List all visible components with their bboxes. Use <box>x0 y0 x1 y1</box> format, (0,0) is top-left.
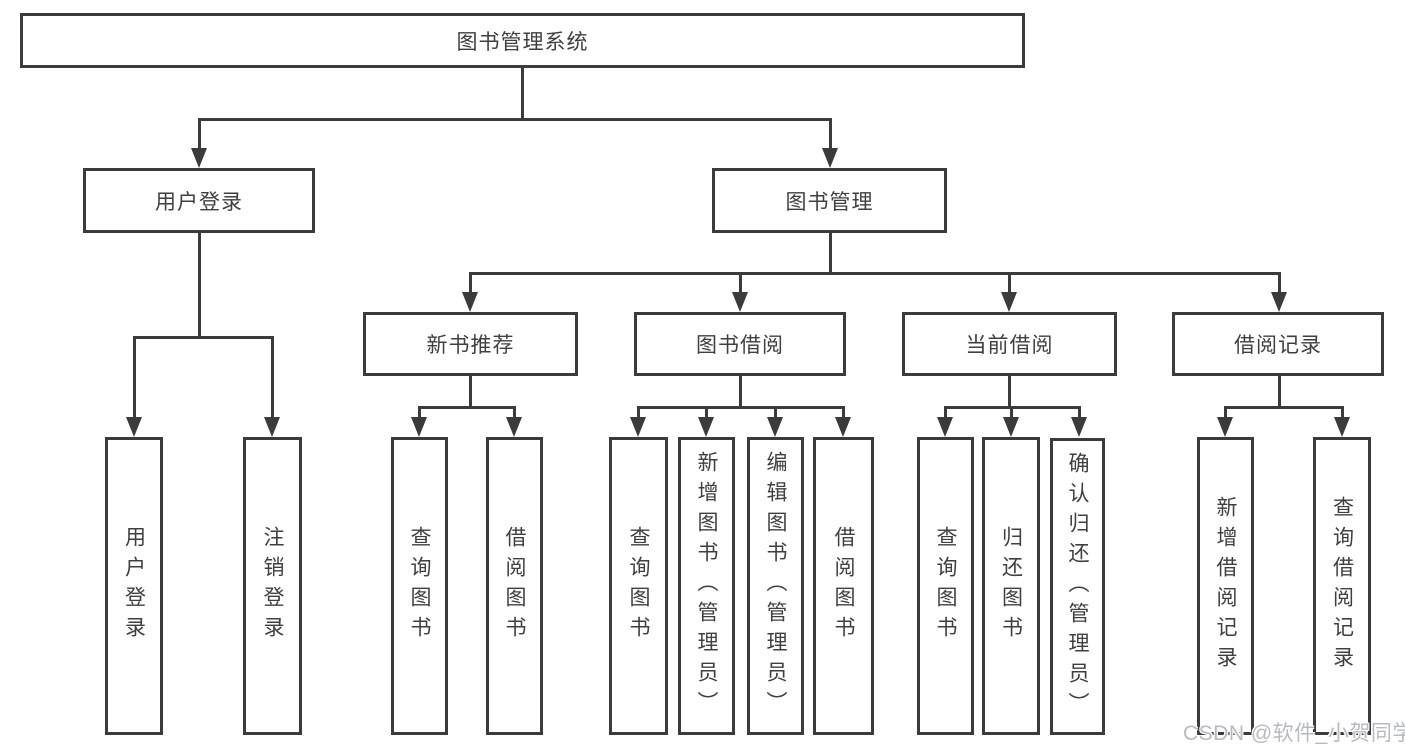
node-label-add-borrow-record: 新增借阅记录 <box>1214 496 1237 676</box>
node-label-new-book-recommend: 新书推荐 <box>426 334 515 357</box>
connector-rail-book-borrowing <box>636 406 845 409</box>
connector-shaft-book-management <box>738 272 742 294</box>
node-label-add-books-admin: 新增图书（管理员） <box>695 451 718 721</box>
node-query-borrow-record: 查询借阅记录 <box>1313 437 1371 735</box>
connector-shaft-user-login <box>132 336 136 419</box>
connector-shaft-current-borrowing <box>943 406 947 419</box>
node-book-management: 图书管理 <box>712 168 947 233</box>
node-label-user-login: 用户登录 <box>155 190 243 214</box>
node-borrow-books-recommend: 借阅图书 <box>486 437 543 735</box>
connector-stem-book-management <box>828 233 832 275</box>
connector-shaft-current-borrowing <box>1077 406 1081 419</box>
node-label-return-books: 归还图书 <box>999 526 1023 646</box>
arrowhead-icon <box>191 148 207 168</box>
node-label-confirm-return-admin: 确认归还（管理员） <box>1066 451 1089 722</box>
connector-shaft-book-management <box>468 272 472 294</box>
connector-shaft-current-borrowing <box>1009 406 1013 419</box>
connector-stem-user-login <box>197 233 201 339</box>
connector-shaft-user-login <box>270 336 274 419</box>
arrowhead-icon <box>506 417 522 437</box>
node-query-books-borrowing: 查询图书 <box>609 437 668 735</box>
node-label-borrow-books-leaf: 借阅图书 <box>832 526 855 646</box>
connector-shaft-book-management <box>1007 272 1011 294</box>
arrowhead-icon <box>462 292 478 312</box>
node-root: 图书管理系统 <box>20 13 1025 68</box>
node-user-login-leaf: 用户登录 <box>105 437 163 735</box>
connector-stem-root <box>520 68 524 121</box>
arrowhead-icon <box>1003 417 1019 437</box>
node-borrowing-records: 借阅记录 <box>1172 312 1384 376</box>
arrowhead-icon <box>835 417 851 437</box>
arrowhead-icon <box>732 292 748 312</box>
connector-rail-root <box>197 118 832 121</box>
connector-shaft-borrowing-records <box>1223 406 1227 419</box>
connector-shaft-new-book-recommend <box>417 406 421 419</box>
connector-rail-new-book-recommend <box>417 406 516 409</box>
node-query-books-recommend: 查询图书 <box>391 437 448 735</box>
node-label-book-management: 图书管理 <box>785 190 874 214</box>
connector-shaft-book-borrowing <box>773 406 777 419</box>
arrowhead-icon <box>1271 292 1287 312</box>
connector-shaft-borrowing-records <box>1340 406 1344 419</box>
node-borrow-books-leaf: 借阅图书 <box>813 437 874 735</box>
connector-shaft-new-book-recommend <box>512 406 516 419</box>
node-label-query-books-current: 查询图书 <box>934 526 957 646</box>
node-label-query-books-recommend: 查询图书 <box>408 526 431 646</box>
arrowhead-icon <box>411 417 427 437</box>
node-label-edit-books-admin: 编辑图书（管理员） <box>764 451 787 721</box>
node-label-query-books-borrowing: 查询图书 <box>627 526 650 646</box>
arrowhead-icon <box>822 148 838 168</box>
arrowhead-icon <box>1001 292 1017 312</box>
connector-stem-current-borrowing <box>1007 376 1011 409</box>
arrowhead-icon <box>630 417 646 437</box>
connector-rail-borrowing-records <box>1223 406 1344 409</box>
connector-shaft-book-management <box>1277 272 1281 294</box>
arrowhead-icon <box>937 417 953 437</box>
node-label-logout-leaf: 注销登录 <box>261 526 284 646</box>
node-label-borrowing-records: 借阅记录 <box>1234 334 1322 357</box>
connector-rail-book-management <box>468 272 1281 275</box>
node-query-books-current: 查询图书 <box>917 437 974 735</box>
node-label-query-borrow-record: 查询借阅记录 <box>1330 496 1354 676</box>
node-label-current-borrowing: 当前借阅 <box>965 334 1054 357</box>
connector-stem-new-book-recommend <box>468 376 472 409</box>
arrowhead-icon <box>264 417 280 437</box>
arrowhead-icon <box>698 417 714 437</box>
node-label-borrow-books-recommend: 借阅图书 <box>503 526 526 646</box>
node-user-login: 用户登录 <box>83 168 315 233</box>
node-new-book-recommend: 新书推荐 <box>363 312 578 376</box>
connector-shaft-root <box>197 118 201 150</box>
watermark: CSDN @软件_小贺同学 <box>1183 722 1405 745</box>
arrowhead-icon <box>126 417 142 437</box>
connector-shaft-root <box>828 118 832 150</box>
node-confirm-return-admin: 确认归还（管理员） <box>1050 438 1105 735</box>
arrowhead-icon <box>1217 417 1233 437</box>
node-label-user-login-leaf: 用户登录 <box>122 526 146 646</box>
connector-stem-book-borrowing <box>738 376 742 409</box>
node-add-books-admin: 新增图书（管理员） <box>678 437 735 735</box>
connector-shaft-book-borrowing <box>636 406 640 419</box>
connector-rail-user-login <box>132 336 274 339</box>
connector-shaft-book-borrowing <box>704 406 708 419</box>
node-edit-books-admin: 编辑图书（管理员） <box>747 437 804 735</box>
node-current-borrowing: 当前借阅 <box>902 312 1117 376</box>
node-label-book-borrowing: 图书借阅 <box>696 334 784 357</box>
arrowhead-icon <box>767 417 783 437</box>
node-add-borrow-record: 新增借阅记录 <box>1197 437 1254 735</box>
arrowhead-icon <box>1071 417 1087 437</box>
connector-stem-borrowing-records <box>1277 376 1281 409</box>
connector-shaft-book-borrowing <box>841 406 845 419</box>
arrowhead-icon <box>1334 417 1350 437</box>
node-label-root: 图书管理系统 <box>456 30 589 54</box>
node-book-borrowing: 图书借阅 <box>634 312 846 376</box>
node-logout-leaf: 注销登录 <box>243 437 302 735</box>
node-return-books: 归还图书 <box>982 437 1040 735</box>
